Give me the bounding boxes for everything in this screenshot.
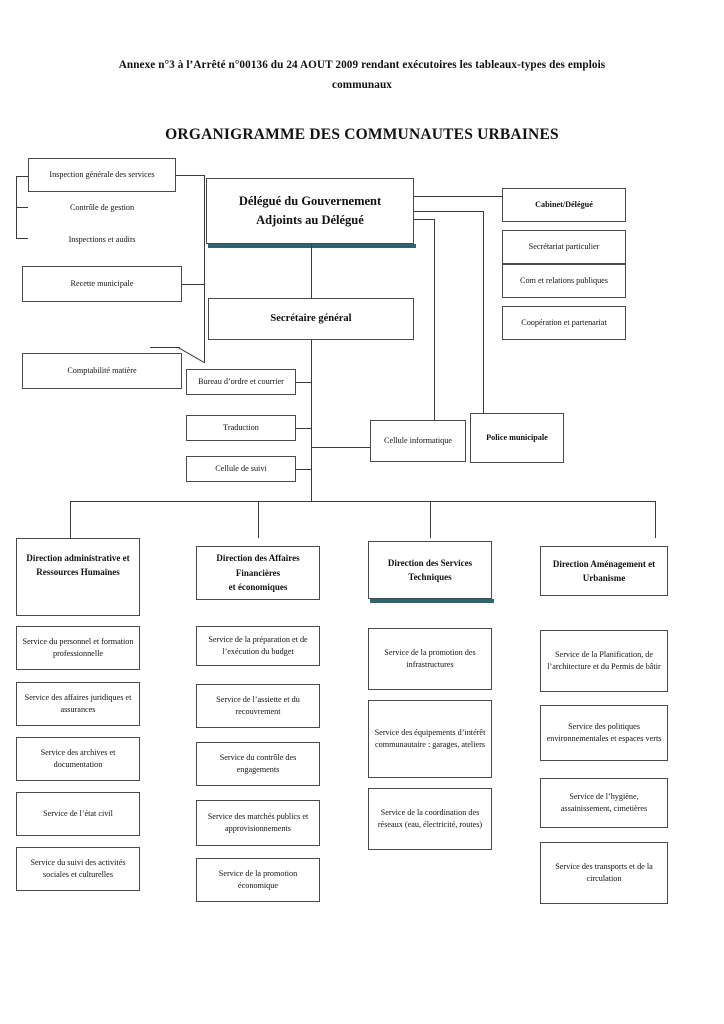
box-direction-0[interactable]: Direction administrative et Ressources H… [16, 538, 140, 616]
box-inspection-generale[interactable]: Inspection générale des services [28, 158, 176, 192]
left-bracket-tick-middle [16, 207, 29, 208]
connector-drop-police [483, 211, 484, 420]
box-direction-2[interactable]: Direction des Services Techniques [368, 541, 492, 599]
box-delegue-du-gouvernement[interactable]: Délégué du Gouvernement Adjoints au Délé… [206, 178, 414, 244]
left-bracket-tick-top [16, 176, 29, 177]
box-direction-0-service-3[interactable]: Service de l’état civil [16, 792, 140, 836]
box-secretariat-unit-1[interactable]: Traduction [186, 415, 296, 441]
box-direction-3-service-2[interactable]: Service de l’hygiène, assainissement, ci… [540, 778, 668, 828]
connector-drop-cellule-informatique [434, 219, 435, 421]
box-direction-3-service-0[interactable]: Service de la Planification, de l’archit… [540, 630, 668, 692]
direction-2-title-line-1: Direction des Services [387, 557, 473, 568]
connector-comptabilite-tick [150, 347, 180, 348]
box-direction-1-service-2[interactable]: Service du contrôle des engagements [196, 742, 320, 786]
direction-1-title-line-1: Direction des Affaires Financières [216, 553, 300, 578]
connector-unit-0 [296, 382, 311, 383]
direction-0-title-line-1: Direction administrative et [26, 553, 130, 563]
document-header: Annexe n°3 à l’Arrêté n°00136 du 24 AOUT… [112, 56, 612, 95]
header-line-2: communaux [332, 78, 392, 91]
connector-delegue-to-cabinet [414, 196, 502, 197]
left-column-spine [204, 175, 205, 363]
sg-vertical-spine [311, 340, 312, 500]
box-cabinet-item-0[interactable]: Secrétariat particulier [502, 230, 626, 264]
box-secretariat-unit-0[interactable]: Bureau d’ordre et courrier [186, 369, 296, 395]
box-comptabilite-matiere[interactable]: Comptabilité matière [22, 353, 182, 389]
box-direction-0-service-0[interactable]: Service du personnel et formation profes… [16, 626, 140, 670]
connector-delegue-right-stub-b [414, 219, 434, 220]
box-cabinet-delegue[interactable]: Cabinet/Délégué [502, 188, 626, 222]
connector-unit-2 [296, 469, 311, 470]
bus-drop-direction-0 [70, 501, 71, 538]
main-distribution-bus [70, 501, 656, 502]
delegue-box-shadow [208, 244, 416, 248]
connector-delegue-right-stub-a [414, 211, 484, 212]
connector-unit-1 [296, 428, 311, 429]
box-recette-municipale[interactable]: Recette municipale [22, 266, 182, 302]
connector-spine-to-bus [311, 482, 312, 501]
direction-3-title-line-1: Direction Aménagement et [552, 558, 656, 569]
left-bracket-tick-bottom [16, 238, 29, 239]
box-direction-2-service-2[interactable]: Service de la coordination des réseaux (… [368, 788, 492, 850]
header-line-1: Annexe n°3 à l’Arrêté n°00136 du 24 AOUT… [118, 59, 606, 71]
box-direction-1-service-3[interactable]: Service des marchés publics et approvisi… [196, 800, 320, 846]
bus-drop-direction-2 [430, 501, 431, 538]
bus-drop-direction-1 [258, 501, 259, 538]
box-cabinet-item-2[interactable]: Coopération et partenariat [502, 306, 626, 340]
box-direction-3-service-1[interactable]: Service des politiques environnementales… [540, 705, 668, 761]
label-controle-de-gestion: Contrôle de gestion [28, 198, 176, 218]
box-cellule-informatique[interactable]: Cellule informatique [370, 420, 466, 462]
box-direction-3-service-3[interactable]: Service des transports et de la circulat… [540, 842, 668, 904]
box-direction-1-service-1[interactable]: Service de l’assiette et du recouvrement [196, 684, 320, 728]
connector-sg-to-cellule-informatique [311, 447, 370, 448]
connector-recette-to-spine [182, 284, 204, 285]
direction-2-title-line-2: Techniques [408, 572, 452, 582]
box-direction-1[interactable]: Direction des Affaires Financières et éc… [196, 546, 320, 600]
direction-2-box-shadow [370, 599, 494, 603]
box-police-municipale[interactable]: Police municipale [470, 413, 564, 463]
direction-1-title-line-2: et économiques [228, 582, 288, 593]
box-direction-0-service-4[interactable]: Service du suivi des activités sociales … [16, 847, 140, 891]
box-direction-2-service-0[interactable]: Service de la promotion des infrastructu… [368, 628, 492, 690]
box-cabinet-item-1[interactable]: Com et relations publiques [502, 264, 626, 298]
connector-inspection-to-spine [176, 175, 204, 176]
connector-delegue-to-sg [311, 244, 312, 298]
delegue-line-2: Adjoints au Délégué [256, 213, 364, 227]
delegue-line-1: Délégué du Gouvernement [238, 194, 382, 209]
box-direction-1-service-4[interactable]: Service de la promotion économique [196, 858, 320, 902]
box-direction-0-service-2[interactable]: Service des archives et documentation [16, 737, 140, 781]
direction-0-title-line-2: Ressources Humaines [36, 567, 120, 578]
box-direction-1-service-0[interactable]: Service de la préparation et de l’exécut… [196, 626, 320, 666]
box-secretariat-unit-2[interactable]: Cellule de suivi [186, 456, 296, 482]
box-direction-3[interactable]: Direction Aménagement et Urbanisme [540, 546, 668, 596]
box-secretaire-general[interactable]: Secrétaire général [208, 298, 414, 340]
box-direction-0-service-1[interactable]: Service des affaires juridiques et assur… [16, 682, 140, 726]
bus-drop-direction-3 [655, 501, 656, 538]
direction-3-title-line-2: Urbanisme [582, 573, 626, 583]
box-direction-2-service-1[interactable]: Service des équipements d’intérêt commun… [368, 700, 492, 778]
page-title: ORGANIGRAMME DES COMMUNAUTES URBAINES [165, 126, 559, 143]
label-inspections-et-audits: Inspections et audits [28, 230, 176, 250]
